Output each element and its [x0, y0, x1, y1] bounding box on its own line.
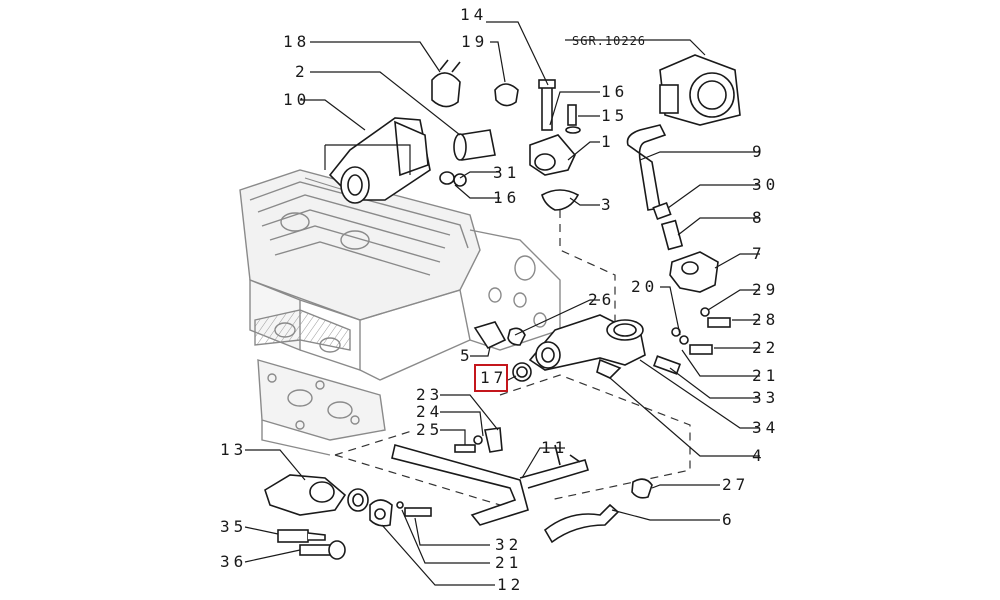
- callout-19: 19: [461, 32, 489, 51]
- callout-4: 4: [752, 446, 766, 465]
- highlight-box: [474, 364, 508, 392]
- callout-25: 25: [416, 420, 444, 439]
- callout-33: 33: [752, 388, 780, 407]
- callout-18: 18: [283, 32, 311, 51]
- callout-34: 34: [752, 418, 780, 437]
- callout-14: 14: [460, 5, 488, 24]
- callout-36: 36: [220, 552, 248, 571]
- callout-16-mid: 16: [493, 188, 521, 207]
- parts: [264, 54, 741, 560]
- callout-5: 5: [460, 346, 474, 365]
- callout-6: 6: [722, 510, 736, 529]
- callout-10: 10: [283, 90, 311, 109]
- callout-9: 9: [752, 142, 766, 161]
- callout-32: 32: [495, 535, 523, 554]
- callout-11: 11: [541, 438, 569, 457]
- callout-2: 2: [295, 62, 309, 81]
- callout-8: 8: [752, 208, 766, 227]
- callout-15: 15: [601, 106, 629, 125]
- callout-23: 23: [416, 385, 444, 404]
- callout-24: 24: [416, 402, 444, 421]
- callout-16-top: 16: [601, 82, 629, 101]
- callout-35: 35: [220, 517, 248, 536]
- callout-22: 22: [752, 338, 780, 357]
- engine-head-illustration: [239, 169, 561, 456]
- leader-lines: [244, 21, 760, 586]
- callout-28: 28: [752, 310, 780, 329]
- callout-21-right: 21: [752, 366, 780, 385]
- callout-30: 30: [752, 175, 780, 194]
- callout-29: 29: [752, 280, 780, 299]
- callout-17-highlighted[interactable]: 17: [480, 368, 508, 387]
- callout-13: 13: [220, 440, 248, 459]
- callout-3: 3: [601, 195, 615, 214]
- callout-27: 27: [722, 475, 750, 494]
- callout-7: 7: [752, 244, 766, 263]
- callout-26: 26: [588, 290, 616, 309]
- callout-12: 12: [497, 575, 525, 594]
- callout-31: 31: [493, 163, 521, 182]
- callout-20: 20: [631, 277, 659, 296]
- callout-1: 1: [601, 132, 615, 151]
- callout-21-bottom: 21: [495, 553, 523, 572]
- reference-code-label: SGR.10226: [572, 34, 647, 48]
